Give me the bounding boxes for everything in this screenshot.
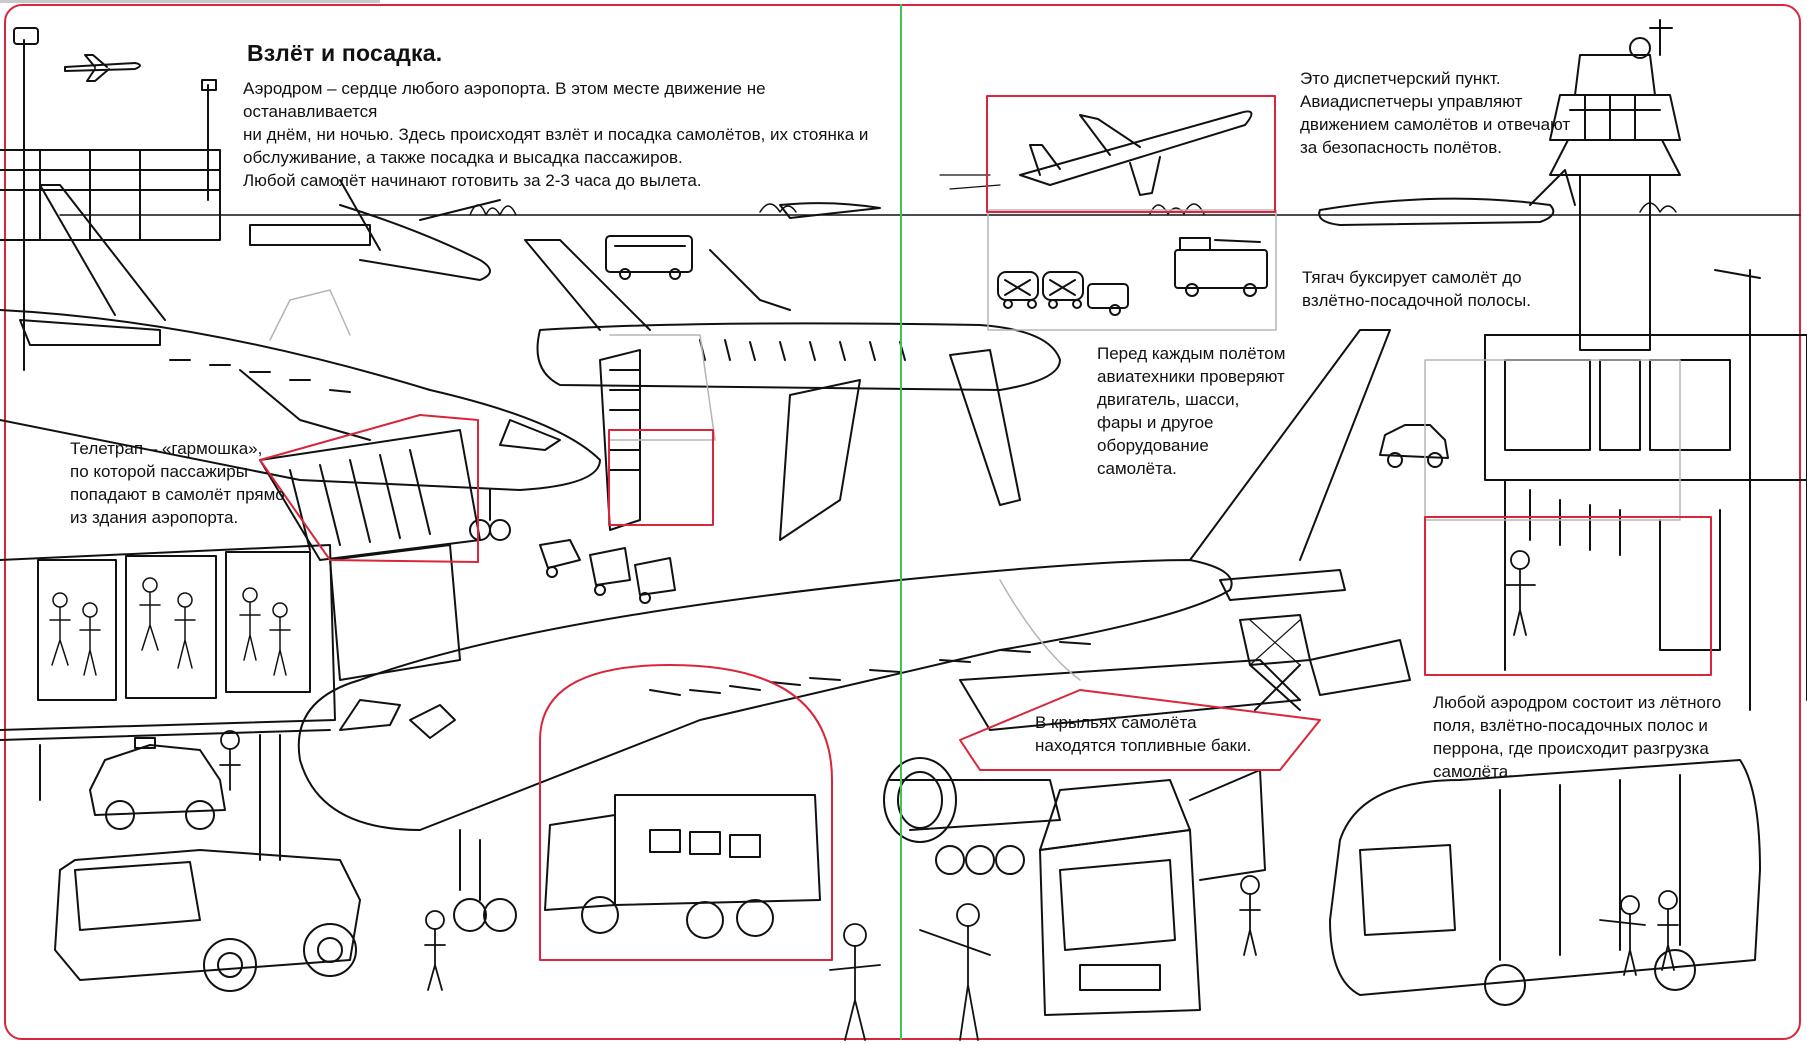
middle-airliner-icon xyxy=(524,239,1061,541)
caption-technicians: Перед каждым полётом авиатехники проверя… xyxy=(1097,344,1286,478)
passengers-icon xyxy=(49,577,291,676)
highlight-catering-truck xyxy=(539,664,833,961)
caption-jet-bridge: Телетрап – «гармошка», по которой пассаж… xyxy=(70,439,285,527)
shuttle-bus-icon xyxy=(605,235,693,280)
control-tower-icon xyxy=(1549,19,1681,351)
cargo-loader-icon xyxy=(1239,614,1411,711)
top-edge-strip xyxy=(0,0,380,3)
departing-plane-icon xyxy=(939,110,1253,196)
highlight-wing-tanks xyxy=(959,689,1321,771)
highlight-airstairs xyxy=(608,429,714,526)
fuel-truck-icon xyxy=(1039,769,1266,1016)
highlight-terminal-door xyxy=(1424,516,1712,676)
airport-car-icon xyxy=(1379,424,1449,468)
catering-lift-truck-icon xyxy=(1174,237,1268,297)
caption-tug: Тягач буксирует самолёт до взлётно-посад… xyxy=(1302,268,1531,310)
callout-lines xyxy=(269,209,1681,681)
page-title: Взлёт и посадка. xyxy=(247,40,443,66)
small-plane-icon xyxy=(64,54,141,82)
catering-truck-icon xyxy=(544,794,821,939)
terminal-gate-windows-icon xyxy=(0,544,336,861)
background-airliner-icon xyxy=(249,169,1576,281)
jet-bridge-icon xyxy=(259,429,481,681)
terminal-right-icon xyxy=(1484,334,1807,701)
light-pole-icon xyxy=(13,27,1761,711)
highlight-frames xyxy=(259,95,1712,961)
cargo-carts-icon xyxy=(997,271,1129,316)
highlight-takeoff-plane xyxy=(986,95,1276,213)
main-airliner-icon xyxy=(297,329,1391,932)
caption-control-tower: Это диспетчерский пункт. Авиадиспетчеры … xyxy=(1300,69,1571,157)
caption-wings: В крыльях самолёта находятся топливные б… xyxy=(1035,713,1252,755)
book-spine-line xyxy=(900,4,902,1040)
left-airliner-icon xyxy=(0,184,601,541)
intro-paragraph: Аэродром – сердце любого аэропорта. В эт… xyxy=(243,79,869,190)
passenger-bus-icon xyxy=(1329,759,1761,1006)
baggage-carts-icon xyxy=(539,539,676,604)
caption-apron: Любой аэродром состоит из лётного поля, … xyxy=(1433,693,1722,781)
terminal-building-icon xyxy=(0,149,221,241)
follow-me-car-icon xyxy=(89,737,226,830)
ground-crew-icon xyxy=(219,550,1679,1041)
page-frame xyxy=(4,4,1801,1040)
aircraft-tug-icon xyxy=(54,849,361,992)
tree-line-icon xyxy=(469,202,1677,216)
highlight-jet-bridge xyxy=(259,414,479,563)
